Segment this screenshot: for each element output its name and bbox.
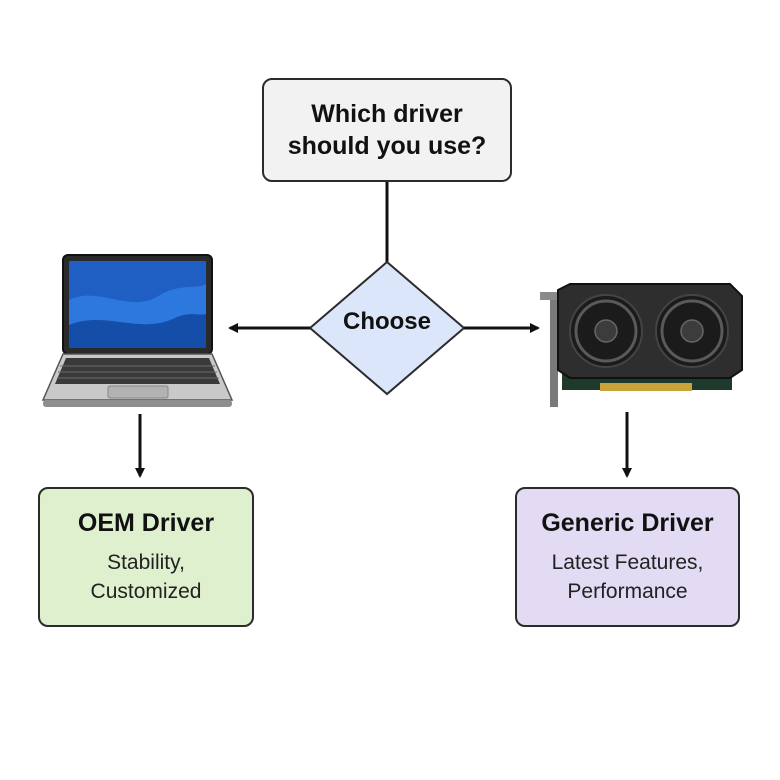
oem-driver-title: OEM Driver xyxy=(77,508,215,537)
generic-driver-box: Generic Driver Latest Features, Performa… xyxy=(515,487,740,627)
question-line-1: Which driver xyxy=(311,100,463,128)
generic-driver-title: Generic Driver xyxy=(541,508,714,537)
generic-driver-line-1: Latest Features, xyxy=(551,550,704,574)
generic-driver-line-2: Performance xyxy=(567,579,688,603)
oem-driver-line-2: Customized xyxy=(90,579,202,603)
decision-diamond xyxy=(308,260,466,396)
question-line-2: should you use? xyxy=(287,132,487,160)
laptop-icon xyxy=(41,254,234,407)
oem-driver-line-1: Stability, xyxy=(107,550,185,574)
decision-label: Choose xyxy=(342,308,431,335)
question-box: Which driver should you use? xyxy=(262,78,512,182)
oem-driver-box: OEM Driver Stability, Customized xyxy=(38,487,254,627)
graphics-card-icon xyxy=(540,283,743,407)
